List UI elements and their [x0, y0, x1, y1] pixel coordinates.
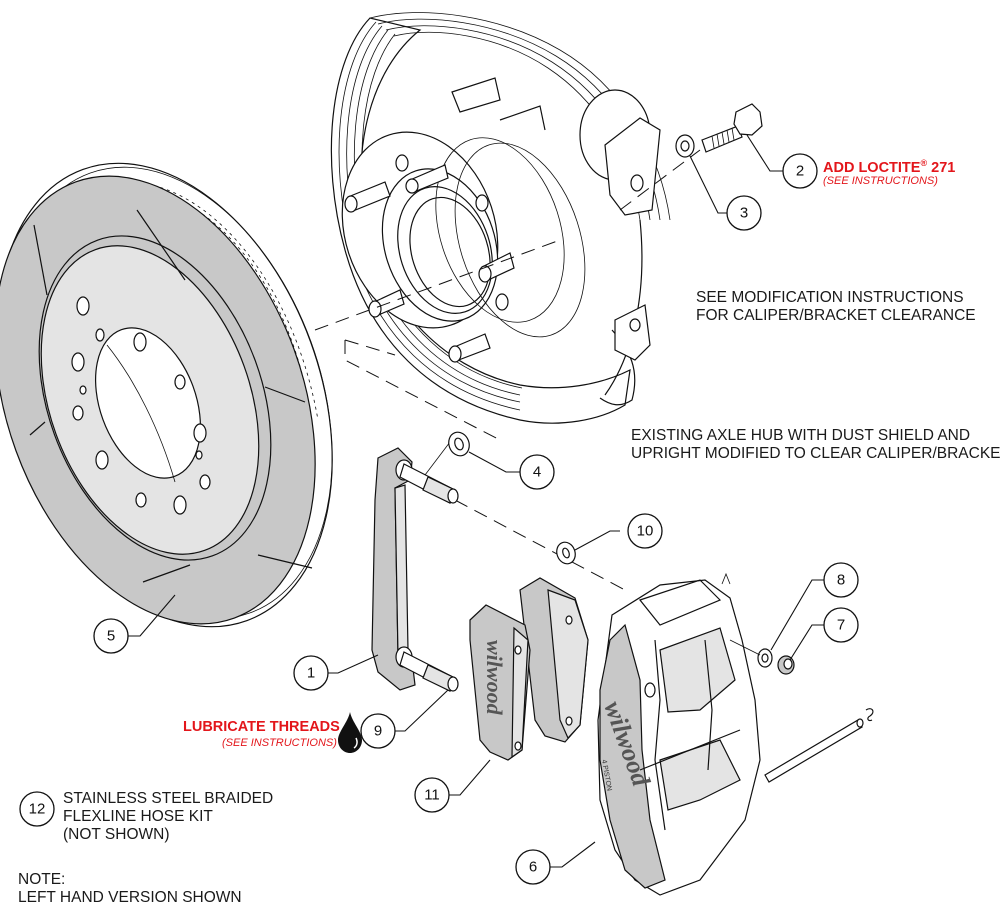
callout-5[interactable]: 5 — [93, 618, 129, 654]
bracket-bolt — [701, 103, 763, 153]
version-note: NOTE: LEFT HAND VERSION SHOWN — [18, 871, 242, 907]
assembly-lines — [314, 149, 701, 591]
callout-9[interactable]: 9 — [360, 713, 396, 749]
hose-kit-line-3: (NOT SHOWN) — [63, 826, 170, 843]
loctite-title-text: ADD LOCTITE — [823, 159, 921, 176]
rotor-slots — [29, 209, 313, 583]
brake-pads: wilwood — [469, 577, 589, 761]
oil-drop-icon — [338, 712, 362, 753]
lower-stud — [399, 651, 459, 692]
caliper: wilwood 4 PISTON — [597, 572, 761, 896]
modification-line-2: FOR CALIPER/BRACKET CLEARANCE — [696, 307, 976, 324]
svg-text:6: 6 — [529, 859, 537, 876]
caliper-shim-washer — [556, 541, 576, 565]
modification-line-1: SEE MODIFICATION INSTRUCTIONS — [696, 289, 964, 306]
loctite-subtitle: (SEE INSTRUCTIONS) — [823, 175, 938, 187]
svg-text:4: 4 — [533, 464, 541, 481]
bracket-shim-washer — [448, 431, 470, 457]
svg-text:2: 2 — [796, 163, 804, 180]
callout-11[interactable]: 11 — [414, 777, 450, 813]
callout-6[interactable]: 6 — [515, 849, 551, 885]
existing-hub-note: EXISTING AXLE HUB WITH DUST SHIELD AND U… — [631, 427, 1000, 463]
rotor — [0, 162, 333, 628]
callout-1[interactable]: 1 — [293, 655, 329, 691]
rotor-bolt-holes — [71, 296, 211, 515]
hub-flange — [341, 131, 586, 338]
svg-text:7: 7 — [837, 617, 845, 634]
existing-hub-line-1: EXISTING AXLE HUB WITH DUST SHIELD AND — [631, 427, 971, 444]
callout-3[interactable]: 3 — [726, 195, 762, 231]
note-label: NOTE: — [18, 871, 66, 888]
hose-kit-line-1: STAINLESS STEEL BRAIDED — [63, 790, 274, 807]
callout-7[interactable]: 7 — [823, 607, 859, 643]
pad-logo: wilwood — [482, 640, 507, 716]
svg-text:12: 12 — [29, 801, 46, 818]
axle-hub-assembly — [330, 12, 671, 424]
loctite-number: 271 — [927, 159, 956, 176]
callout-2[interactable]: 2 — [782, 153, 818, 189]
caliper-washer — [757, 648, 773, 668]
loctite-title: ADD LOCTITE® 271 — [823, 158, 955, 176]
registered-mark: ® — [920, 158, 928, 168]
svg-text:9: 9 — [374, 723, 382, 740]
hose-kit-note: STAINLESS STEEL BRAIDED FLEXLINE HOSE KI… — [63, 790, 273, 844]
svg-text:10: 10 — [637, 523, 654, 540]
existing-hub-line-2: UPRIGHT MODIFIED TO CLEAR CALIPER/BRACKE… — [631, 445, 1000, 462]
callout-4[interactable]: 4 — [519, 454, 555, 490]
callout-leaders — [128, 134, 824, 868]
svg-text:3: 3 — [740, 205, 748, 222]
modification-note: SEE MODIFICATION INSTRUCTIONS FOR CALIPE… — [696, 289, 976, 325]
hose-kit-line-2: FLEXLINE HOSE KIT — [63, 808, 213, 825]
upper-stud — [399, 463, 459, 504]
svg-text:8: 8 — [837, 572, 845, 589]
svg-text:5: 5 — [107, 628, 115, 645]
callout-8[interactable]: 8 — [823, 562, 859, 598]
upright-knuckle — [451, 77, 661, 361]
caliper-bolt-pin — [764, 708, 874, 783]
callout-10[interactable]: 10 — [627, 513, 663, 549]
svg-text:11: 11 — [424, 787, 440, 804]
svg-text:1: 1 — [307, 665, 315, 682]
caliper-nut — [777, 655, 795, 675]
caliper-bracket — [371, 447, 416, 691]
lubricate-subtitle: (SEE INSTRUCTIONS) — [222, 737, 337, 749]
caliper-assembly-line — [729, 639, 761, 656]
wheel-studs — [344, 154, 515, 363]
lubricate-title: LUBRICATE THREADS — [183, 719, 340, 735]
callout-12[interactable]: 12 — [19, 791, 55, 827]
note-text: LEFT HAND VERSION SHOWN — [18, 889, 242, 906]
bolt-washer — [675, 134, 695, 158]
